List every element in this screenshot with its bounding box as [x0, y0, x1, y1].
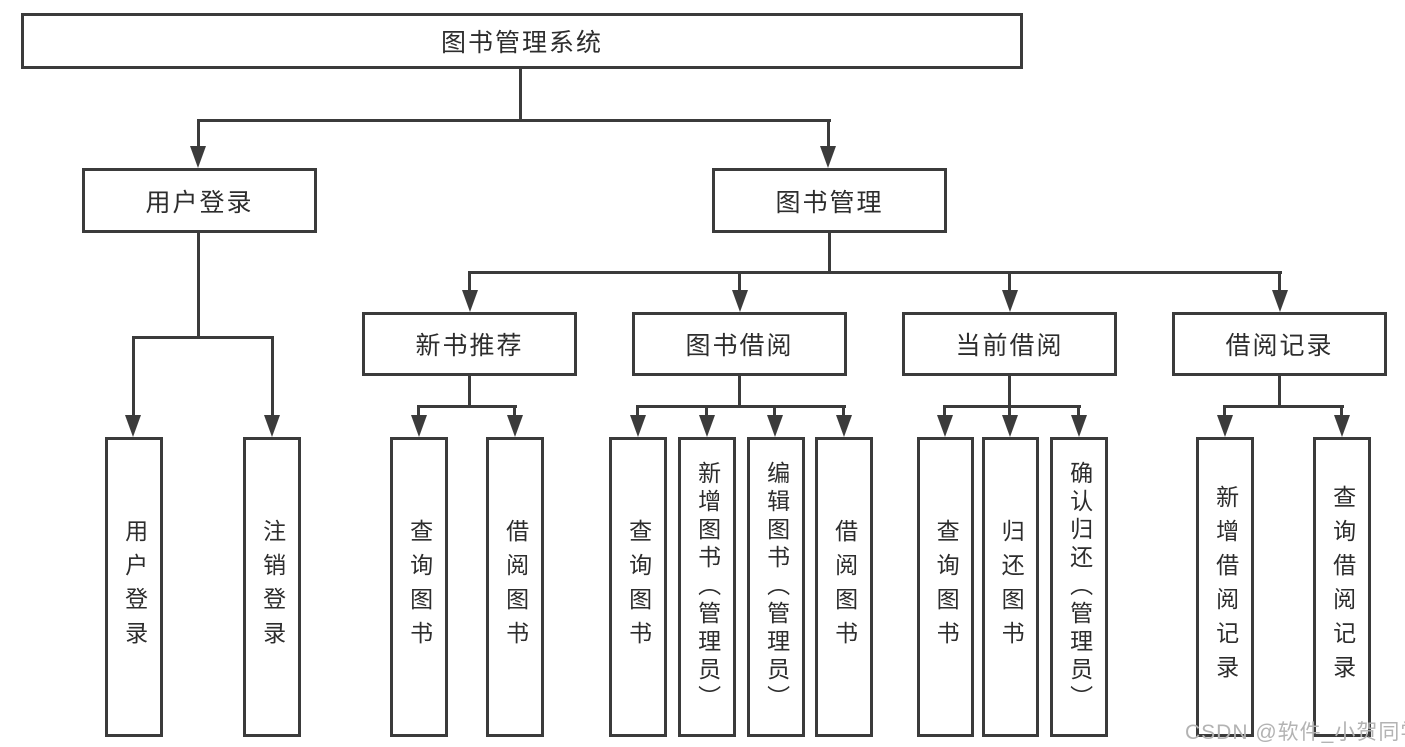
leaf-borrow-books-recommend: 借阅图书	[486, 437, 544, 737]
arrowhead-down-icon	[1334, 415, 1350, 437]
leaf-user-login: 用户登录	[105, 437, 163, 737]
connector-book-borrow-crossbar	[636, 405, 846, 408]
connector-borrow-records-crossbar	[1223, 405, 1344, 408]
connector-new-book-crossbar	[417, 405, 517, 408]
leaf-label: 注销登录	[259, 519, 286, 655]
connector-book-management-crossbar	[469, 271, 1282, 274]
leaf-edit-books-admin: 编辑图书（管理员）	[747, 437, 805, 737]
leaf-label: 借阅图书	[831, 519, 858, 655]
arrowhead-down-icon	[1272, 290, 1288, 312]
connector-drop	[513, 405, 516, 419]
connector-new-book-stem	[468, 376, 471, 408]
node-library-management-system: 图书管理系统	[21, 13, 1023, 69]
node-label: 图书管理	[775, 188, 884, 217]
connector-to-current-borrow	[1008, 271, 1011, 294]
node-book-borrow: 图书借阅	[632, 312, 847, 376]
arrowhead-down-icon	[820, 146, 836, 168]
node-label: 图书借阅	[685, 332, 794, 360]
leaf-label: 归还图书	[998, 519, 1025, 655]
connector-to-borrow-records	[1278, 271, 1281, 294]
connector-to-leaf-logout	[271, 336, 274, 419]
connector-book-borrow-stem	[738, 376, 741, 408]
arrowhead-down-icon	[190, 146, 206, 168]
arrowhead-down-icon	[1002, 290, 1018, 312]
node-label: 借阅记录	[1225, 332, 1334, 360]
connector-to-book-borrow	[738, 271, 741, 294]
connector-drop	[1077, 405, 1080, 419]
connector-drop	[705, 405, 708, 419]
node-new-book-recommend: 新书推荐	[362, 312, 577, 376]
arrowhead-down-icon	[767, 415, 783, 437]
leaf-label: 用户登录	[121, 519, 148, 655]
node-book-management: 图书管理	[712, 168, 947, 233]
leaf-label: 查询图书	[933, 519, 960, 655]
leaf-label: 查询图书	[406, 519, 433, 655]
connector-drop	[417, 405, 420, 419]
node-label: 当前借阅	[955, 332, 1064, 360]
node-label: 图书管理系统	[440, 29, 603, 57]
connector-current-borrow-stem	[1008, 376, 1011, 408]
leaf-label: 新增借阅记录	[1212, 485, 1239, 689]
node-borrow-records: 借阅记录	[1172, 312, 1387, 376]
leaf-query-books-current: 查询图书	[917, 437, 974, 737]
leaf-add-books-admin: 新增图书（管理员）	[678, 437, 736, 737]
csdn-watermark: CSDN @软件_小贺同学	[1185, 721, 1405, 744]
connector-root-crossbar	[197, 119, 831, 122]
connector-current-borrow-crossbar	[943, 405, 1081, 408]
connector-user-login-stem	[197, 233, 200, 339]
connector-root-stem	[519, 69, 522, 119]
leaf-query-books-borrow: 查询图书	[609, 437, 667, 737]
connector-to-leaf-login	[132, 336, 135, 419]
connector-drop	[842, 405, 845, 419]
connector-to-book-management	[827, 119, 830, 150]
connector-drop	[636, 405, 639, 419]
leaf-label: 借阅图书	[502, 519, 529, 655]
leaf-label: 确认归还（管理员）	[1066, 461, 1093, 713]
arrowhead-down-icon	[411, 415, 427, 437]
node-current-borrow: 当前借阅	[902, 312, 1117, 376]
leaf-query-borrow-record: 查询借阅记录	[1313, 437, 1371, 737]
connector-to-new-book	[468, 271, 471, 294]
connector-drop	[1008, 405, 1011, 419]
connector-book-management-stem	[828, 233, 831, 274]
arrowhead-down-icon	[937, 415, 953, 437]
connector-borrow-records-stem	[1278, 376, 1281, 408]
leaf-query-books-recommend: 查询图书	[390, 437, 448, 737]
leaf-label: 编辑图书（管理员）	[763, 461, 790, 713]
leaf-confirm-return-admin: 确认归还（管理员）	[1050, 437, 1108, 737]
arrowhead-down-icon	[462, 290, 478, 312]
connector-drop	[1223, 405, 1226, 419]
node-user-login: 用户登录	[82, 168, 317, 233]
arrowhead-down-icon	[507, 415, 523, 437]
connector-drop	[943, 405, 946, 419]
node-label: 用户登录	[145, 188, 254, 217]
connector-drop	[1340, 405, 1343, 419]
connector-to-user-login	[197, 119, 200, 150]
arrowhead-down-icon	[1071, 415, 1087, 437]
leaf-label: 查询图书	[625, 519, 652, 655]
leaf-label: 新增图书（管理员）	[694, 461, 721, 713]
arrowhead-down-icon	[125, 415, 141, 437]
leaf-borrow-books: 借阅图书	[815, 437, 873, 737]
leaf-label: 查询借阅记录	[1329, 485, 1356, 689]
arrowhead-down-icon	[836, 415, 852, 437]
arrowhead-down-icon	[1002, 415, 1018, 437]
leaf-return-books: 归还图书	[982, 437, 1039, 737]
leaf-logout-login: 注销登录	[243, 437, 301, 737]
arrowhead-down-icon	[264, 415, 280, 437]
arrowhead-down-icon	[732, 290, 748, 312]
arrowhead-down-icon	[630, 415, 646, 437]
arrowhead-down-icon	[699, 415, 715, 437]
node-label: 新书推荐	[415, 332, 524, 360]
connector-drop	[773, 405, 776, 419]
connector-user-login-crossbar	[132, 336, 274, 339]
arrowhead-down-icon	[1217, 415, 1233, 437]
leaf-add-borrow-record: 新增借阅记录	[1196, 437, 1254, 737]
